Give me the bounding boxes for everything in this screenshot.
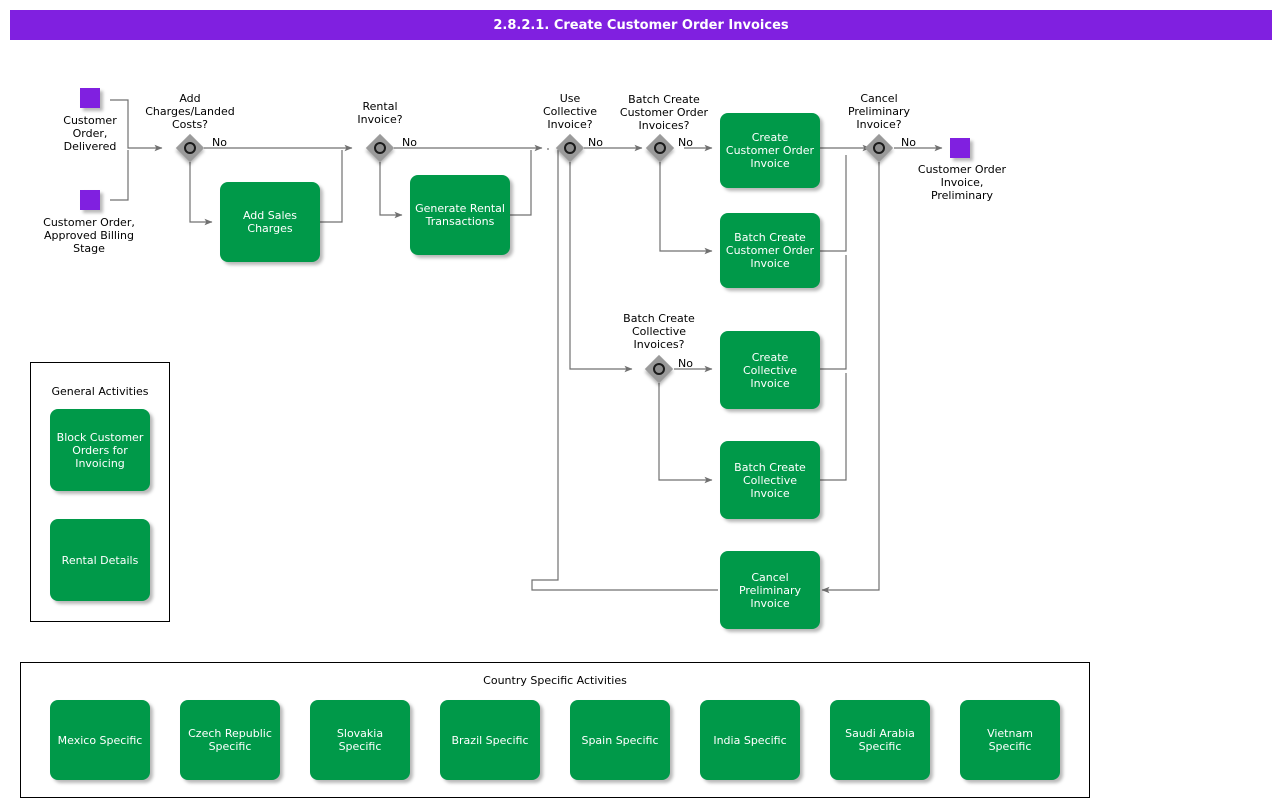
task-vietnam-specific[interactable]: Vietnam Specific xyxy=(960,700,1060,780)
task-saudi-arabia-specific[interactable]: Saudi Arabia Specific xyxy=(830,700,930,780)
gateway-label-use-collective-invoice: Use Collective Invoice? xyxy=(543,92,597,131)
task-create-collective-invoice[interactable]: Create Collective Invoice xyxy=(720,331,820,409)
gateway-add-charges-landed-costs[interactable] xyxy=(175,133,205,163)
task-cancel-preliminary-invoice[interactable]: Cancel Preliminary Invoice xyxy=(720,551,820,629)
task-czech-republic-specific[interactable]: Czech Republic Specific xyxy=(180,700,280,780)
inclusive-gateway-circle-icon xyxy=(374,142,386,154)
edge-label-no-add-charges: No xyxy=(212,136,227,149)
inclusive-gateway-circle-icon xyxy=(653,363,665,375)
gateway-cancel-preliminary-invoice[interactable] xyxy=(864,133,894,163)
gateway-label-rental-invoice: Rental Invoice? xyxy=(357,100,403,126)
task-create-customer-order-invoice[interactable]: Create Customer Order Invoice xyxy=(720,113,820,188)
edge-label-no-batch-create-customer-order-invoices: No xyxy=(678,136,693,149)
gateway-batch-create-collective-invoices[interactable] xyxy=(644,354,674,384)
gateway-use-collective-invoice[interactable] xyxy=(555,133,585,163)
task-block-customer-orders-for-invoicing[interactable]: Block Customer Orders for Invoicing xyxy=(50,409,150,491)
gateway-label-batch-create-customer-order-invoices: Batch Create Customer Order Invoices? xyxy=(619,93,709,132)
start-event-customer-order-delivered[interactable] xyxy=(80,88,100,108)
task-add-sales-charges[interactable]: Add Sales Charges xyxy=(220,182,320,262)
task-batch-create-collective-invoice[interactable]: Batch Create Collective Invoice xyxy=(720,441,820,519)
inclusive-gateway-circle-icon xyxy=(184,142,196,154)
task-spain-specific[interactable]: Spain Specific xyxy=(570,700,670,780)
task-generate-rental-transactions[interactable]: Generate Rental Transactions xyxy=(410,175,510,255)
gateway-label-add-charges-landed-costs: Add Charges/Landed Costs? xyxy=(145,92,235,131)
inclusive-gateway-circle-icon xyxy=(564,142,576,154)
start-event-customer-order-approved-billing-stage[interactable] xyxy=(80,190,100,210)
inclusive-gateway-circle-icon xyxy=(654,142,666,154)
end-event-customer-order-invoice-preliminary[interactable] xyxy=(950,138,970,158)
gateway-batch-create-customer-order-invoices[interactable] xyxy=(645,133,675,163)
task-batch-create-customer-order-invoice[interactable]: Batch Create Customer Order Invoice xyxy=(720,213,820,288)
task-slovakia-specific[interactable]: Slovakia Specific xyxy=(310,700,410,780)
gateway-rental-invoice[interactable] xyxy=(365,133,395,163)
edge-label-no-batch-create-collective-invoices: No xyxy=(678,357,693,370)
task-rental-details[interactable]: Rental Details xyxy=(50,519,150,601)
task-india-specific[interactable]: India Specific xyxy=(700,700,800,780)
general-activities-title: General Activities xyxy=(51,385,149,398)
gateway-label-batch-create-collective-invoices: Batch Create Collective Invoices? xyxy=(623,312,695,351)
edge-label-no-cancel-preliminary-invoice: No xyxy=(901,136,916,149)
task-mexico-specific[interactable]: Mexico Specific xyxy=(50,700,150,780)
inclusive-gateway-circle-icon xyxy=(873,142,885,154)
start-label-customer-order-approved-billing-stage: Customer Order, Approved Billing Stage xyxy=(43,216,135,255)
end-label-customer-order-invoice-preliminary: Customer Order Invoice, Preliminary xyxy=(917,163,1007,202)
task-brazil-specific[interactable]: Brazil Specific xyxy=(440,700,540,780)
start-label-customer-order-delivered: Customer Order, Delivered xyxy=(63,114,117,153)
page-title: 2.8.2.1. Create Customer Order Invoices xyxy=(10,10,1272,40)
edge-label-no-rental-invoice: No xyxy=(402,136,417,149)
gateway-label-cancel-preliminary-invoice: Cancel Preliminary Invoice? xyxy=(847,92,911,131)
country-specific-activities-title: Country Specific Activities xyxy=(483,674,627,687)
edge-label-no-use-collective-invoice: No xyxy=(588,136,603,149)
